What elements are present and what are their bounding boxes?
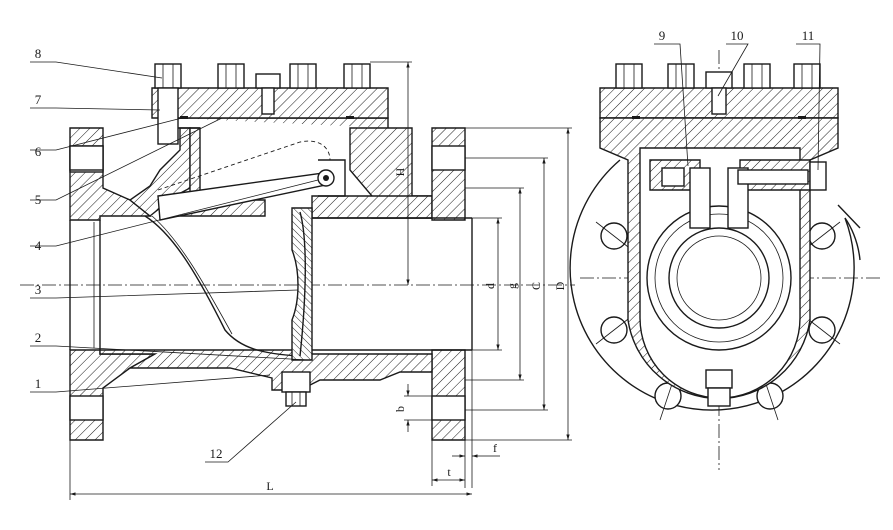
part-label-3: 3 (35, 282, 42, 297)
part-label-9: 9 (659, 28, 666, 43)
part-label-5: 5 (35, 192, 42, 207)
part-label-7: 7 (35, 92, 42, 107)
dim-d-label: d (483, 283, 497, 289)
dim-t-label: t (447, 465, 451, 479)
part-label-12: 12 (210, 446, 223, 461)
dim-C-label: C (529, 282, 543, 290)
part-label-4: 4 (35, 238, 42, 253)
leader-lines (30, 43, 821, 463)
dim-g-label: g (505, 283, 519, 289)
dim-L-label: L (266, 479, 273, 493)
front-section-view (20, 61, 575, 500)
part-label-1: 1 (35, 376, 42, 391)
dim-b-label: b (393, 406, 407, 412)
part-label-2: 2 (35, 330, 42, 345)
dim-H-label: H (393, 167, 407, 176)
dim-f-label: f (493, 441, 497, 455)
part-label-11: 11 (802, 28, 815, 43)
side-view (569, 50, 880, 470)
dim-D-label: D (553, 281, 567, 290)
part-label-8: 8 (35, 46, 42, 61)
part-label-6: 6 (35, 144, 42, 159)
part-label-10: 10 (731, 28, 744, 43)
